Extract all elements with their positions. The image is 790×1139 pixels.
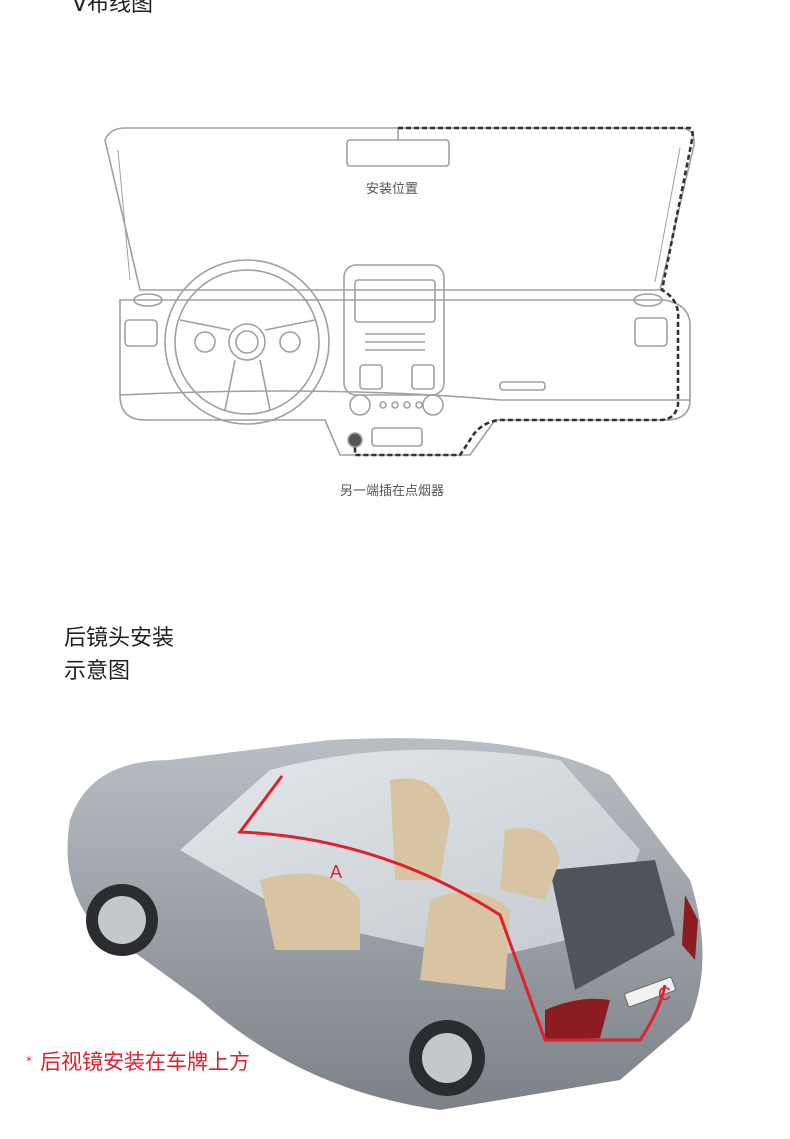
lighter-socket <box>347 432 363 448</box>
mirror-outline <box>346 139 450 167</box>
point-a-label: A <box>330 862 342 882</box>
rear-title-line2: 示意图 <box>64 659 131 684</box>
rear-cable-route <box>237 775 667 1042</box>
note-asterisk: * <box>26 1054 32 1068</box>
point-c-label: C <box>658 984 671 1004</box>
rear-camera-note: * 后视镜安装在车牌上方 <box>26 1046 250 1076</box>
note-text: 后视镜安装在车牌上方 <box>40 1050 250 1074</box>
cable-route <box>353 126 694 457</box>
right-speaker <box>633 293 663 307</box>
install-position-label: 安装位置 <box>366 182 419 197</box>
left-speaker <box>133 293 163 307</box>
wiring-diagram-title: V布线图 <box>72 0 154 17</box>
center-console <box>343 264 445 396</box>
car-illustration: A C <box>67 738 703 1110</box>
console-screen <box>354 279 436 323</box>
rear-camera-section-title: 后镜头安装 示意图 <box>64 622 174 688</box>
steering-wheel <box>164 259 330 425</box>
rear-title-line1: 后镜头安装 <box>64 626 175 651</box>
rear-window <box>550 860 675 990</box>
dashboard-diagram <box>104 126 695 457</box>
lighter-label: 另一端插在点烟器 <box>340 484 445 499</box>
